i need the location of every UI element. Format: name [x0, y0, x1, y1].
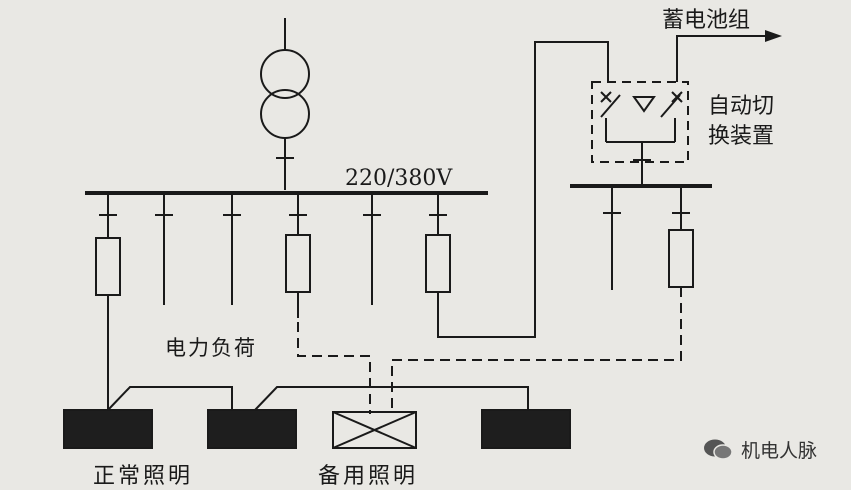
auto-switch-label-line1: 自动切	[708, 94, 775, 119]
voltage-label: 220/380V	[345, 166, 453, 191]
normal-lighting-3	[481, 409, 571, 449]
normal-lighting-label: 正常照明	[93, 464, 194, 489]
battery-group-label: 蓄电池组	[662, 8, 751, 33]
feeder-3	[223, 193, 241, 305]
backup-lighting	[332, 411, 417, 449]
power-load-label: 电力负荷	[165, 336, 257, 360]
feeder-6	[425, 41, 609, 338]
auto-transfer-switch	[591, 81, 689, 184]
emergency-feeder-a	[603, 186, 621, 290]
feeder-2	[155, 193, 173, 305]
chat-bubble-icon	[704, 439, 733, 460]
watermark-text: 机电人脉	[741, 440, 818, 462]
normal-lighting-2	[207, 386, 529, 449]
battery-feed	[676, 30, 782, 82]
backup-lighting-label: 备用照明	[318, 464, 419, 489]
normal-lighting-1	[63, 386, 233, 449]
feeder-4	[285, 193, 371, 414]
feeder-1	[95, 193, 121, 410]
auto-switch-label-line2: 换装置	[708, 124, 775, 149]
feeder-5	[363, 193, 381, 305]
transformer	[260, 18, 310, 190]
watermark: 机电人脉	[703, 436, 817, 463]
